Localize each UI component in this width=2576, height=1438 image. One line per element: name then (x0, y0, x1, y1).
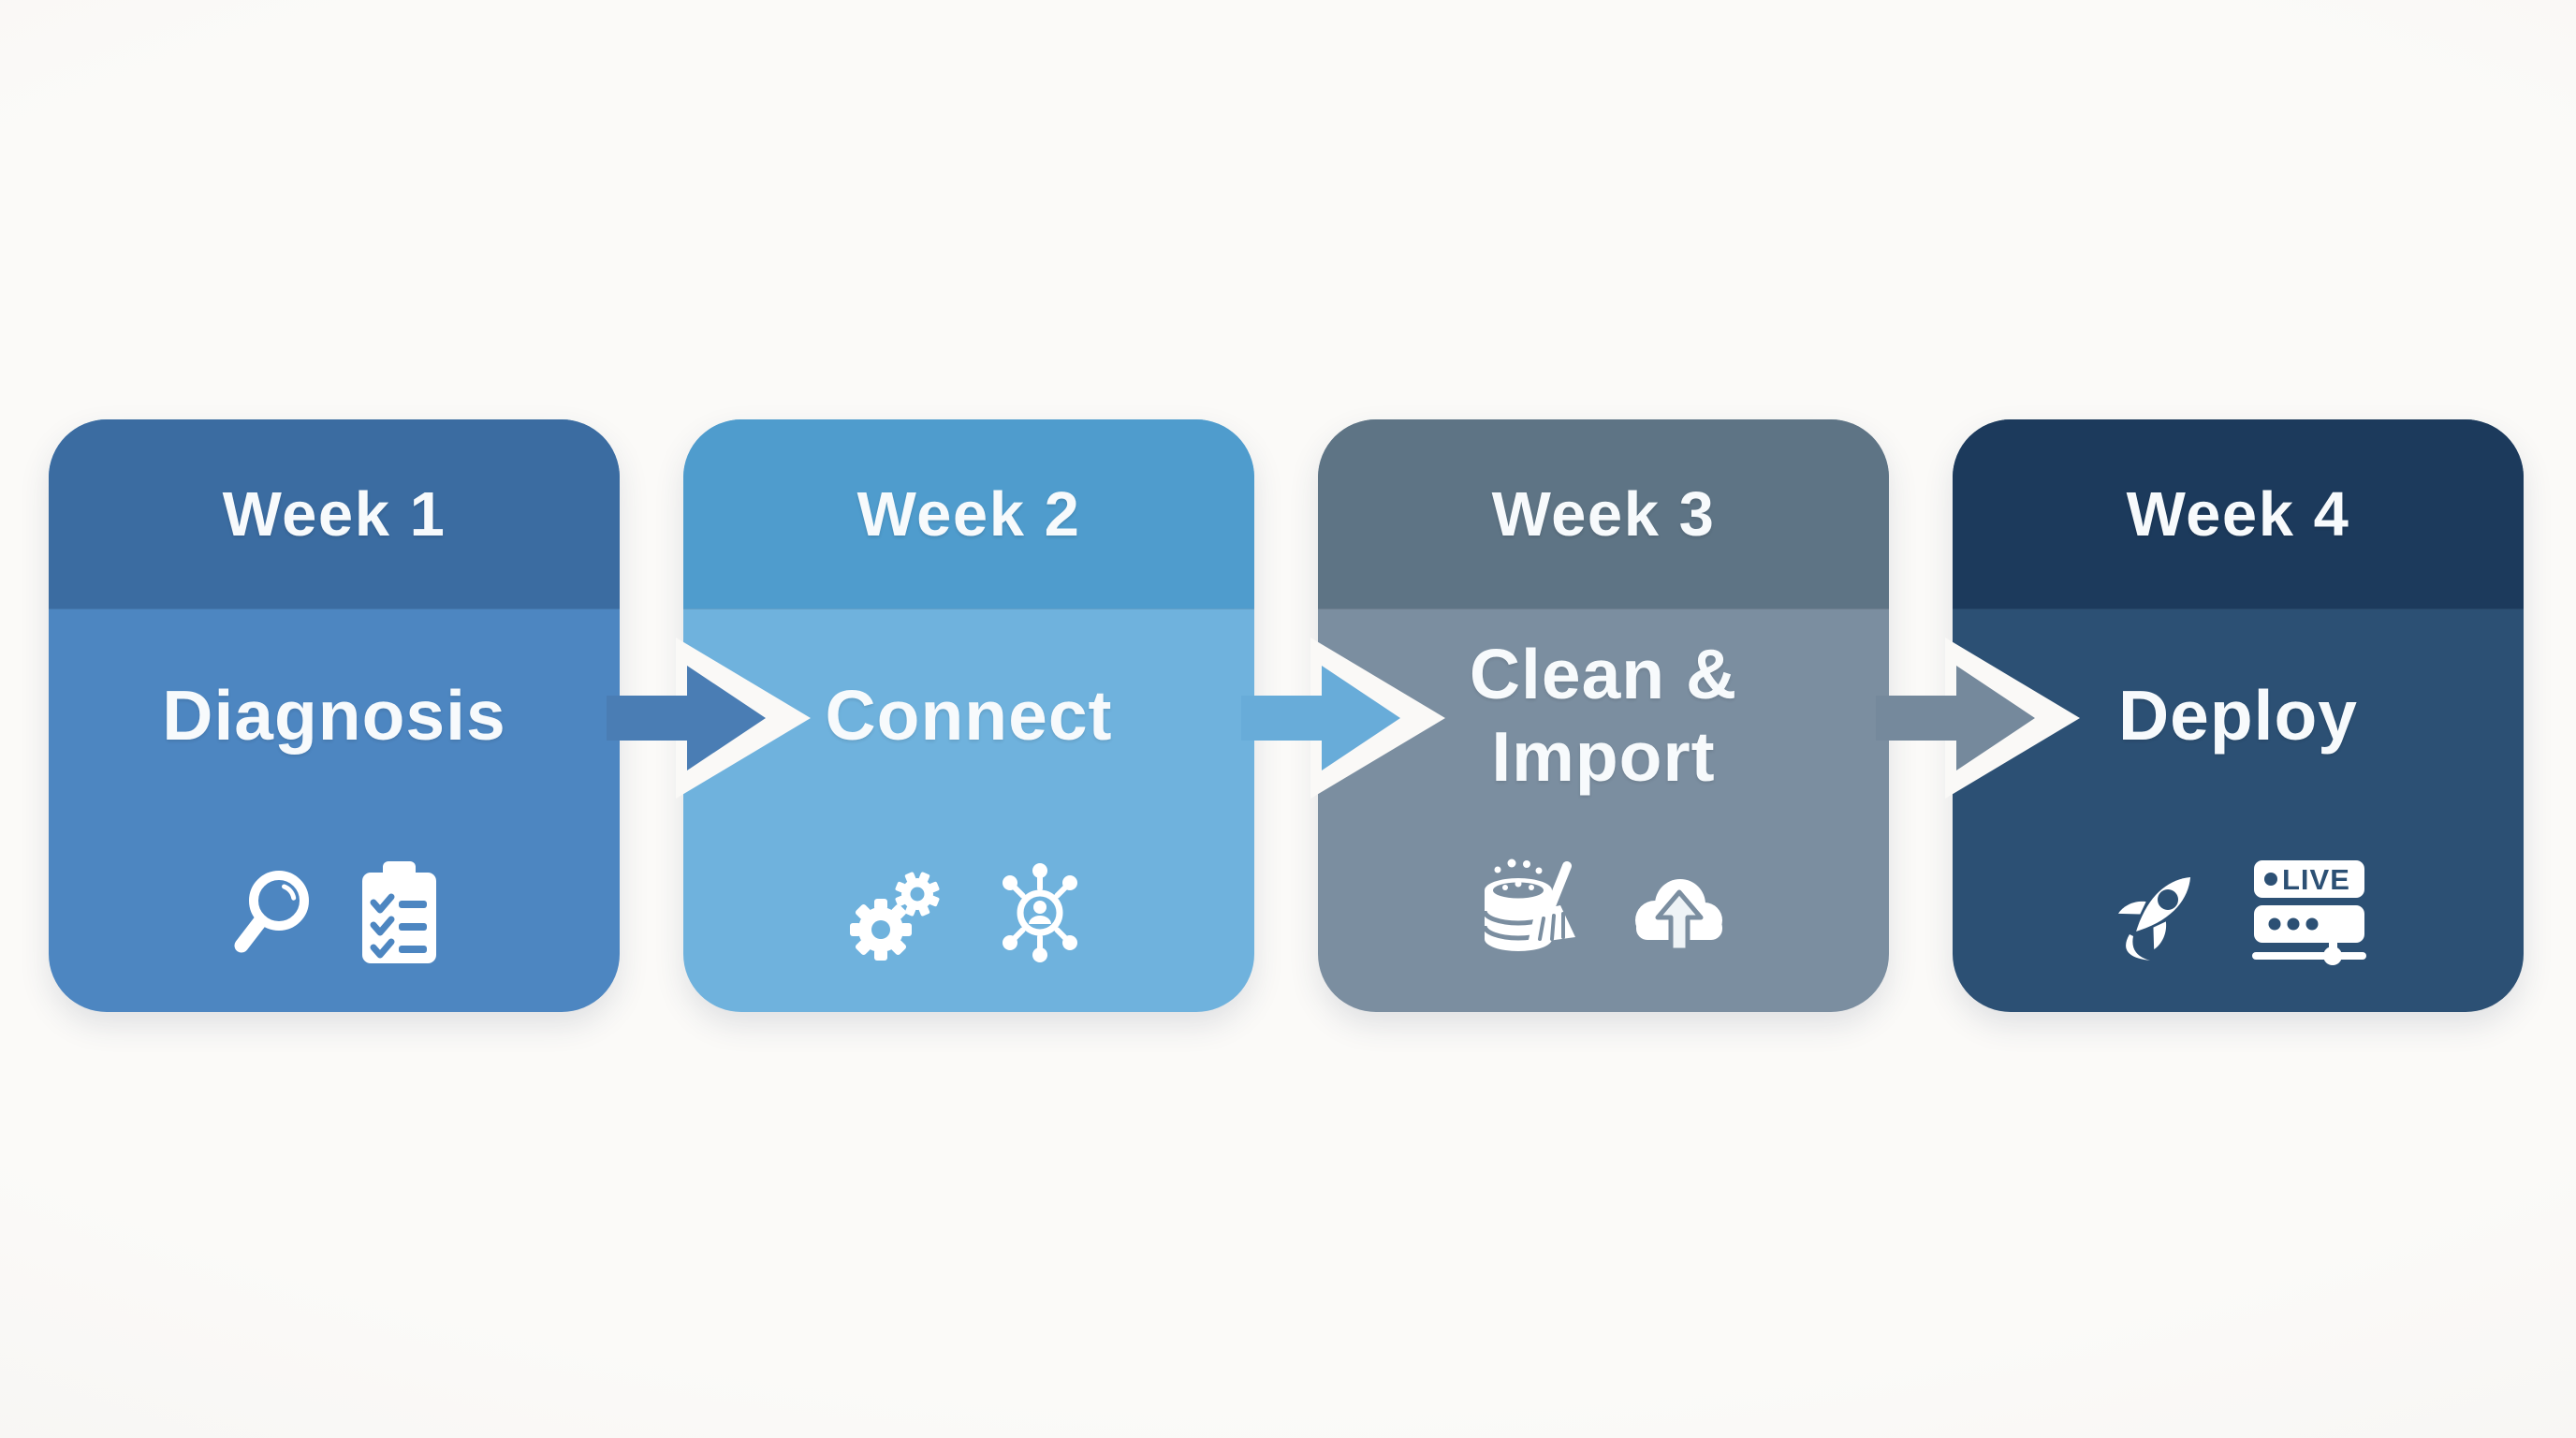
step-title: Diagnosis (162, 675, 506, 755)
step-title-wrap: Connect (826, 609, 1113, 821)
cloud-upload-icon (1621, 864, 1738, 960)
step-body: Diagnosis (49, 609, 620, 1012)
step-card-week-4: Week 4 Deploy (1953, 419, 2524, 1012)
network-hub-icon (987, 859, 1094, 967)
step-body: Clean & Import (1318, 609, 1889, 1012)
step-title-wrap: Deploy (2118, 609, 2358, 821)
step-title: Deploy (2117, 675, 2359, 755)
step-header: Week 1 (49, 419, 620, 609)
step-body: Deploy (1953, 609, 2524, 1012)
live-badge-label: LIVE (2282, 863, 2350, 896)
arrow-right-icon (1241, 638, 1445, 799)
database-clean-icon (1470, 857, 1586, 967)
arrow-right-icon (1876, 638, 2080, 799)
step-title-wrap: Diagnosis (162, 609, 505, 821)
live-server-icon: LIVE (2247, 855, 2373, 967)
icons-row: LIVE (2103, 855, 2373, 967)
step-header: Week 3 (1318, 419, 1889, 609)
week-label: Week 2 (856, 478, 1081, 550)
icons-row (226, 859, 444, 967)
step-card-week-1: Week 1 Diagnosis (49, 419, 620, 1012)
week-label: Week 4 (2126, 478, 2350, 550)
rocket-icon (2103, 858, 2211, 965)
step-title: Clean & Import (1469, 634, 1738, 797)
icons-row (843, 859, 1094, 967)
week-label: Week 1 (222, 478, 446, 550)
week-label: Week 3 (1491, 478, 1716, 550)
step-header: Week 4 (1953, 419, 2524, 609)
step-title: Connect (825, 675, 1113, 755)
gears-icon (843, 859, 951, 967)
magnifier-icon (226, 863, 319, 964)
step-header: Week 2 (683, 419, 1254, 609)
clipboard-checklist-icon (355, 859, 444, 967)
icons-row (1470, 857, 1738, 967)
arrow-right-icon (607, 638, 811, 799)
step-title-wrap: Clean & Import (1379, 609, 1828, 821)
step-body: Connect (683, 609, 1254, 1012)
